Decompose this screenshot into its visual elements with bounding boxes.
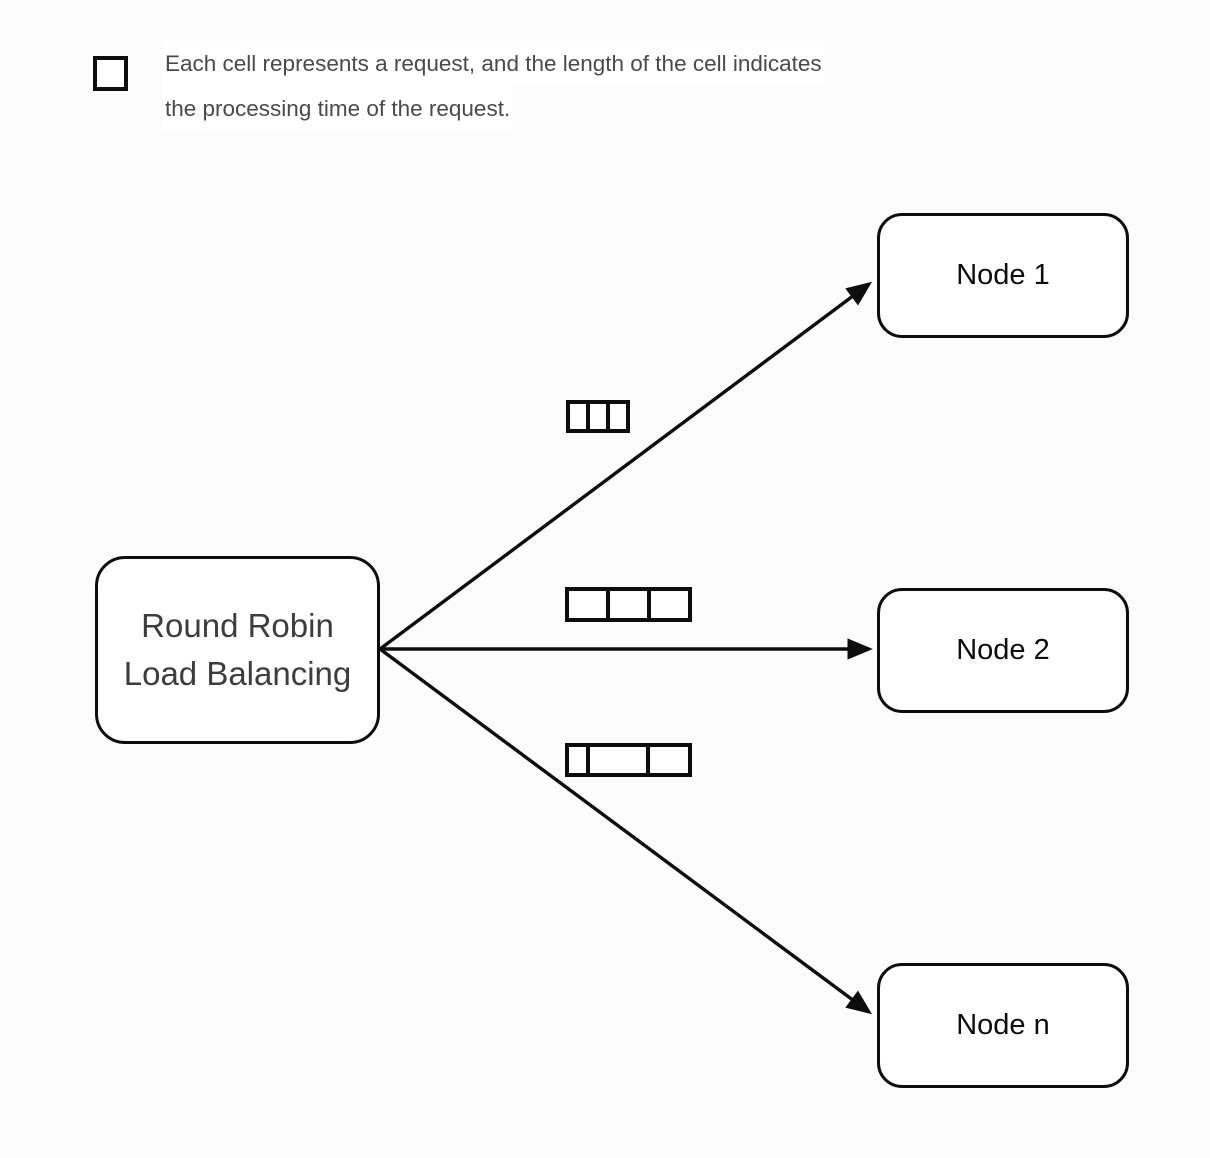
- legend-text: Each cell represents a request, and the …: [163, 41, 824, 131]
- arrow-to-node-n: [378, 647, 873, 1015]
- balancer-box: Round Robin Load Balancing: [95, 556, 380, 744]
- request-cell: [569, 747, 587, 773]
- request-queue-node-2: [565, 587, 692, 622]
- legend-text-line1: Each cell represents a request, and the …: [163, 41, 824, 86]
- node-box-2: Node 2: [877, 588, 1129, 713]
- cell-square-icon: [93, 56, 128, 91]
- balancer-label-line1: Round Robin: [141, 607, 334, 644]
- node-box-n: Node n: [877, 963, 1129, 1088]
- request-cell: [606, 404, 626, 429]
- legend-text-line2: the processing time of the request.: [163, 86, 513, 131]
- request-cell: [606, 591, 647, 618]
- node-2-label: Node 2: [956, 634, 1050, 666]
- request-cell: [570, 404, 586, 429]
- node-box-1: Node 1: [877, 213, 1129, 338]
- request-queue-node-n: [565, 743, 692, 777]
- request-queue-node-1: [566, 400, 630, 433]
- request-cell: [569, 591, 606, 618]
- request-cell: [646, 747, 688, 773]
- node-1-label: Node 1: [956, 259, 1050, 291]
- request-cell: [586, 747, 647, 773]
- balancer-label: Round Robin Load Balancing: [124, 602, 352, 698]
- request-cell: [647, 591, 688, 618]
- request-cell: [586, 404, 606, 429]
- balancer-label-line2: Load Balancing: [123, 655, 352, 692]
- node-n-label: Node n: [956, 1009, 1050, 1041]
